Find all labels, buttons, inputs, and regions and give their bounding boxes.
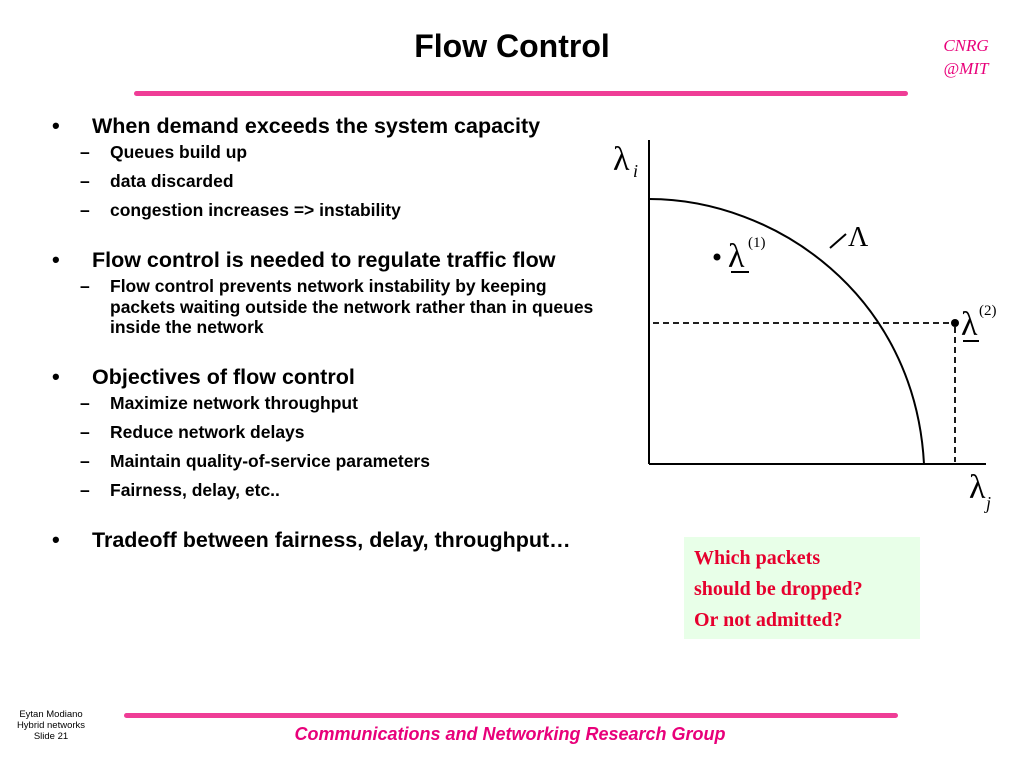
sub-dash: –	[80, 421, 90, 442]
sub-item: –Maintain quality-of-service parameters	[52, 451, 612, 472]
y-axis-label: λ	[613, 141, 630, 178]
point-lambda-1	[713, 253, 721, 261]
bullet-dot: •	[52, 526, 60, 552]
callout-line: Or not admitted?	[694, 609, 843, 631]
bullet-dot: •	[52, 113, 60, 138]
sub-list: –Flow control prevents network instabili…	[52, 276, 612, 338]
bottom-rule	[124, 713, 898, 718]
sub-item: –data discarded	[52, 171, 612, 192]
bullet-item: • Flow control is needed to regulate tra…	[52, 247, 612, 273]
sub-list: –Queues build up –data discarded –conges…	[52, 142, 612, 221]
sub-dash: –	[80, 171, 90, 191]
point-lambda-2	[951, 319, 959, 327]
sub-item: –Reduce network delays	[52, 422, 612, 443]
capacity-region-diagram: λ i λ j Λ λ (1) λ (2)	[613, 140, 997, 513]
sub-item: –congestion increases => instability	[52, 200, 612, 221]
top-rule	[134, 91, 908, 96]
sub-item: –Queues build up	[52, 142, 612, 163]
region-label: Λ	[848, 222, 869, 253]
sub-text: data discarded	[110, 171, 234, 191]
point-2-label: λ	[961, 306, 978, 343]
bullet-text: Objectives of flow control	[92, 364, 355, 389]
point-1-superscript: (1)	[748, 235, 766, 251]
bullet-item: • Objectives of flow control	[52, 363, 612, 389]
sub-dash: –	[80, 200, 90, 220]
bullet-text: Flow control is needed to regulate traff…	[92, 248, 556, 272]
sub-text: Maintain quality-of-service parameters	[110, 450, 430, 471]
sub-text: Fairness, delay, etc..	[110, 479, 280, 500]
sub-text: congestion increases => instability	[110, 200, 401, 220]
point-1-label: λ	[728, 238, 745, 275]
callout-line: should be dropped?	[694, 578, 863, 600]
callout-box: Which packets should be dropped? Or not …	[684, 537, 920, 639]
y-axis-subscript: i	[633, 161, 638, 181]
bullet-text: Tradeoff between fairness, delay, throug…	[92, 527, 571, 552]
slide-title: Flow Control	[414, 28, 610, 64]
sub-text: Flow control prevents network instabilit…	[110, 276, 594, 337]
org-label: CNRG @MIT	[926, 34, 1006, 80]
bullet-item: • When demand exceeds the system capacit…	[52, 113, 612, 139]
sub-dash: –	[80, 450, 90, 471]
sub-dash: –	[80, 392, 90, 413]
sub-item: –Fairness, delay, etc..	[52, 480, 612, 501]
sub-dash: –	[80, 142, 90, 162]
sub-list: –Maximize network throughput –Reduce net…	[52, 393, 612, 501]
x-axis-subscript: j	[984, 493, 991, 513]
sub-text: Queues build up	[110, 142, 248, 162]
sub-item: –Maximize network throughput	[52, 393, 612, 414]
tiny-note	[40, 50, 102, 66]
point-2-superscript: (2)	[979, 303, 997, 319]
bullet-list: • When demand exceeds the system capacit…	[52, 114, 612, 552]
footer-group-name: Communications and Networking Research G…	[294, 724, 726, 744]
bullet-item: • Tradeoff between fairness, delay, thro…	[52, 526, 612, 552]
org-label-line2: @MIT	[943, 59, 989, 78]
org-label-line1: CNRG	[943, 36, 989, 55]
footer-author: Eytan Modiano	[19, 709, 83, 720]
footer-author-block: Eytan Modiano Hybrid networks Slide 21	[6, 709, 96, 742]
x-axis-label: λ	[969, 469, 986, 506]
footer-slide-number: Slide 21	[33, 731, 69, 742]
sub-text: Reduce network delays	[110, 421, 305, 442]
sub-text: Maximize network throughput	[110, 392, 358, 413]
region-pointer	[829, 233, 847, 249]
callout-line: Which packets	[694, 547, 821, 569]
bullet-text: When demand exceeds the system capacity	[92, 114, 541, 138]
sub-dash: –	[80, 276, 90, 296]
sub-item: –Flow control prevents network instabili…	[52, 276, 612, 338]
sub-dash: –	[80, 479, 90, 500]
capacity-boundary-curve	[648, 198, 925, 465]
bullet-dot: •	[52, 247, 60, 272]
bullet-dot: •	[52, 363, 60, 389]
footer-course: Hybrid networks	[16, 720, 86, 731]
